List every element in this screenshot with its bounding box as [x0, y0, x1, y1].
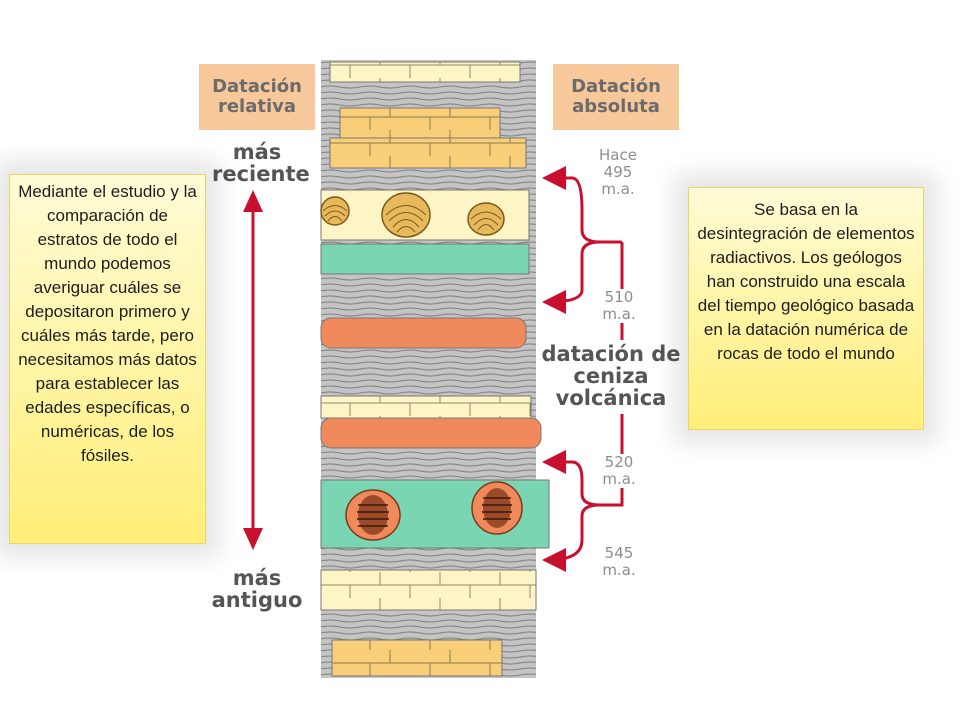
age-label-545: 545 m.a. — [584, 545, 654, 579]
relative-dating-note: Mediante el estudio y la comparación de … — [9, 174, 206, 544]
layer-green-1 — [320, 243, 530, 275]
trilobite-fossil-icon — [345, 481, 523, 541]
layer-top-limestone — [329, 61, 521, 83]
relative-dating-header-line1: Datación — [212, 76, 302, 97]
most-recent-label-line1: más — [232, 140, 282, 164]
most-recent-label-line2: reciente — [212, 162, 310, 186]
relative-dating-header-line2: relativa — [217, 96, 297, 117]
volcanic-ash-label-line2: ceniza — [573, 364, 649, 388]
layer-sandstone-2 — [329, 137, 527, 169]
age-label-510: 510 m.a. — [584, 289, 654, 323]
layer-sandstone-1 — [339, 107, 501, 141]
layer-ash-1 — [320, 317, 527, 349]
relative-time-arrow — [243, 190, 263, 550]
shell-fossil-icon — [320, 192, 505, 238]
age-label-495-value: 495 m.a. — [601, 163, 635, 198]
absolute-dating-header-line2: absoluta — [572, 96, 660, 117]
age-label-495: Hace 495 m.a. — [583, 147, 653, 198]
layer-sandstone-bottom — [331, 639, 503, 677]
layer-ash-2 — [320, 417, 542, 449]
oldest-label: más antiguo — [208, 567, 306, 611]
absolute-dating-arrows — [542, 166, 624, 572]
absolute-dating-note: Se basa en la desintegración de elemento… — [688, 187, 924, 430]
volcanic-ash-label-line3: volcánica — [555, 386, 667, 410]
volcanic-ash-label-line1: datación de — [541, 342, 681, 366]
strata-column — [320, 60, 550, 678]
absolute-dating-header: Datación absoluta — [553, 64, 679, 130]
absolute-dating-header-line1: Datación — [571, 76, 661, 97]
most-recent-label: más reciente — [212, 140, 310, 186]
layer-limestone-low — [320, 569, 537, 611]
layer-limestone-mid — [320, 395, 532, 419]
relative-dating-header: Datación relativa — [199, 64, 315, 130]
oldest-label-line2: antiguo — [211, 588, 303, 612]
age-label-hace: Hace — [599, 146, 637, 164]
age-label-520: 520 m.a. — [584, 454, 654, 488]
volcanic-ash-dating-label: datación de ceniza volcánica — [540, 343, 682, 409]
oldest-label-line1: más — [232, 566, 282, 590]
